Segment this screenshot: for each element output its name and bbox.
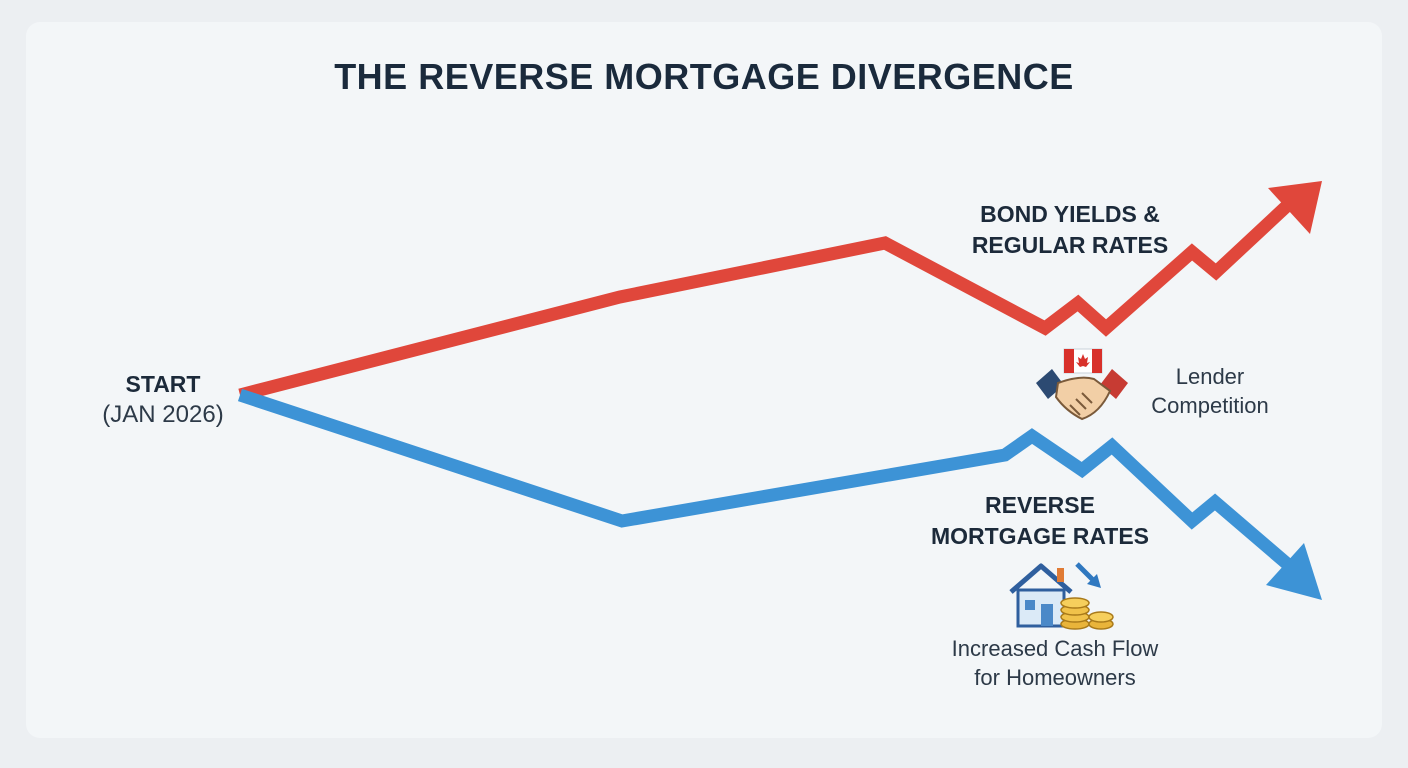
- house-coins-icon: [1009, 562, 1114, 630]
- lender-competition-line: Lender: [1175, 364, 1245, 389]
- page-title: THE REVERSE MORTGAGE DIVERGENCE: [334, 56, 1074, 97]
- lender-competition-label: Lender Competition: [1130, 362, 1290, 420]
- series-line-bond-yields: [238, 198, 1295, 402]
- start-label: START: [125, 371, 201, 397]
- series-line-reverse-mortgage: [237, 388, 1297, 573]
- lender-competition-line: Competition: [1151, 393, 1269, 418]
- arrowhead-up: [1268, 181, 1322, 234]
- cash-flow-line: Increased Cash Flow: [951, 636, 1159, 661]
- bond-yields-label-line: BOND YIELDS &: [980, 201, 1160, 227]
- reverse-mortgage-label: REVERSE MORTGAGE RATES: [905, 490, 1175, 552]
- bond-yields-label-line: REGULAR RATES: [971, 232, 1169, 258]
- infographic-card: [26, 22, 1382, 738]
- reverse-mortgage-label-line: MORTGAGE RATES: [930, 523, 1150, 549]
- arrowhead-down: [1266, 543, 1322, 600]
- cash-flow-label: Increased Cash Flow for Homeowners: [915, 634, 1195, 692]
- start-date: (JAN 2026): [102, 401, 224, 428]
- reverse-mortgage-label-line: REVERSE: [985, 492, 1095, 518]
- bond-yields-label: BOND YIELDS & REGULAR RATES: [950, 199, 1190, 261]
- cash-flow-line: for Homeowners: [974, 665, 1136, 690]
- handshake-canada-flag-icon: [1036, 348, 1128, 421]
